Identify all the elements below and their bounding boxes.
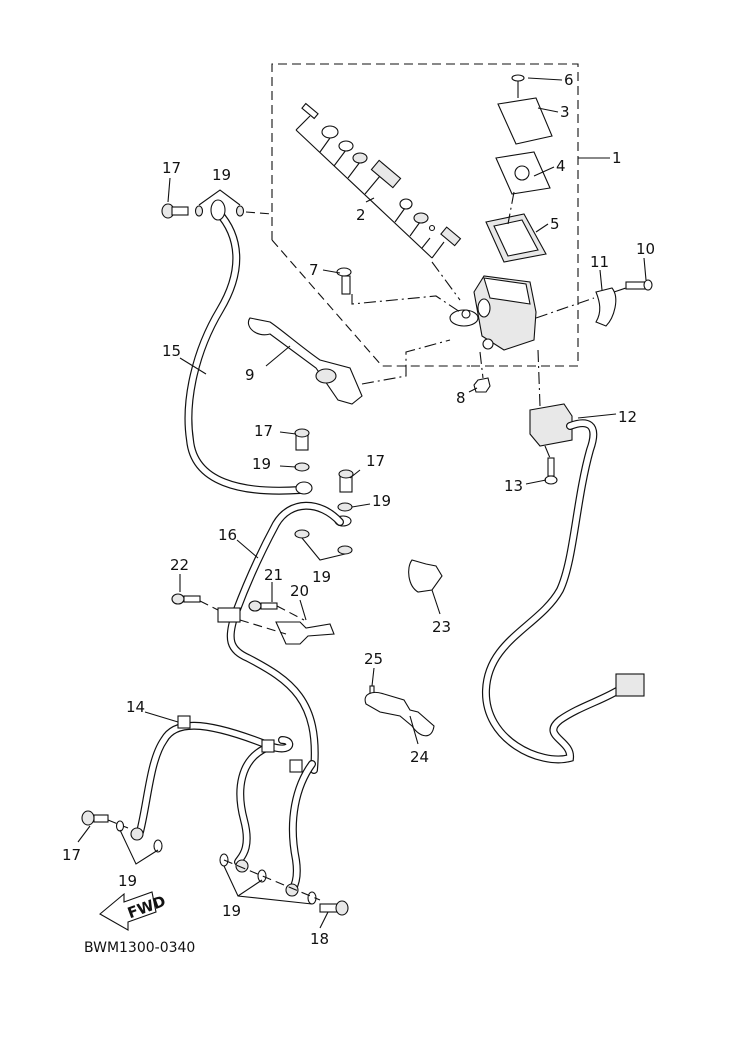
callout-17-top: 17 <box>162 159 181 177</box>
reservoir-cap-parts <box>485 74 553 263</box>
callout-18: 18 <box>310 930 329 948</box>
callout-21: 21 <box>264 566 283 584</box>
brake-switch <box>481 349 645 764</box>
nut <box>473 351 491 393</box>
pivot-bolt <box>336 267 461 313</box>
union-bolt-lower-left <box>81 810 163 853</box>
callout-2: 2 <box>356 206 366 224</box>
callout-24: 24 <box>410 748 429 766</box>
callout-20: 20 <box>290 582 309 600</box>
callout-22: 22 <box>170 556 189 574</box>
callout-11: 11 <box>590 253 609 271</box>
handlebar-holder <box>535 279 653 327</box>
diagram-code: BWM1300-0340 <box>84 940 195 956</box>
callout-23: 23 <box>432 618 451 636</box>
assembly-boundary <box>271 63 610 367</box>
callout-17-middle-right: 17 <box>366 452 385 470</box>
callout-9: 9 <box>245 366 255 384</box>
callout-1: 1 <box>612 149 622 167</box>
callout-14: 14 <box>126 698 145 716</box>
callout-19-lower-left: 19 <box>118 872 137 890</box>
piston-kit-parts <box>295 102 462 259</box>
callout-4: 4 <box>556 157 566 175</box>
callout-3: 3 <box>560 103 570 121</box>
hose-clip <box>408 559 443 593</box>
callout-19-top: 19 <box>212 166 231 184</box>
union-bolt-lower-right <box>219 853 349 916</box>
callout-19-lower-right: 19 <box>222 902 241 920</box>
callout-17-lower: 17 <box>62 846 81 864</box>
callout-8: 8 <box>456 389 466 407</box>
union-bolt-top <box>161 203 273 219</box>
callout-6: 6 <box>564 71 574 89</box>
callout-10: 10 <box>636 240 655 258</box>
brake-hose-middle <box>217 501 344 774</box>
callout-15: 15 <box>162 342 181 360</box>
callout-labels: 1 2 3 4 5 6 7 8 9 10 11 12 13 14 15 16 1… <box>62 71 655 948</box>
callout-13: 13 <box>504 477 523 495</box>
callout-19-middle-right: 19 <box>372 492 391 510</box>
callout-16: 16 <box>218 526 237 544</box>
callout-19-middle-left: 19 <box>252 455 271 473</box>
callout-5: 5 <box>550 215 560 233</box>
fwd-label: FWD <box>125 892 168 922</box>
union-bolts-middle <box>294 428 354 555</box>
brake-lever <box>248 317 451 405</box>
brake-hose-lower <box>136 715 316 894</box>
callout-7: 7 <box>309 261 319 279</box>
brake-hose-upper <box>184 199 304 495</box>
master-cylinder-body <box>431 261 537 351</box>
leader-lines <box>77 77 647 929</box>
hose-guide-brackets <box>171 593 335 645</box>
switch-screw <box>544 445 558 485</box>
callout-17-middle-left: 17 <box>254 422 273 440</box>
callout-12: 12 <box>618 408 637 426</box>
callout-19-middle-bottom: 19 <box>312 568 331 586</box>
forward-arrow-icon: FWD <box>99 891 168 931</box>
callout-25: 25 <box>364 650 383 668</box>
hose-bracket <box>364 685 435 737</box>
